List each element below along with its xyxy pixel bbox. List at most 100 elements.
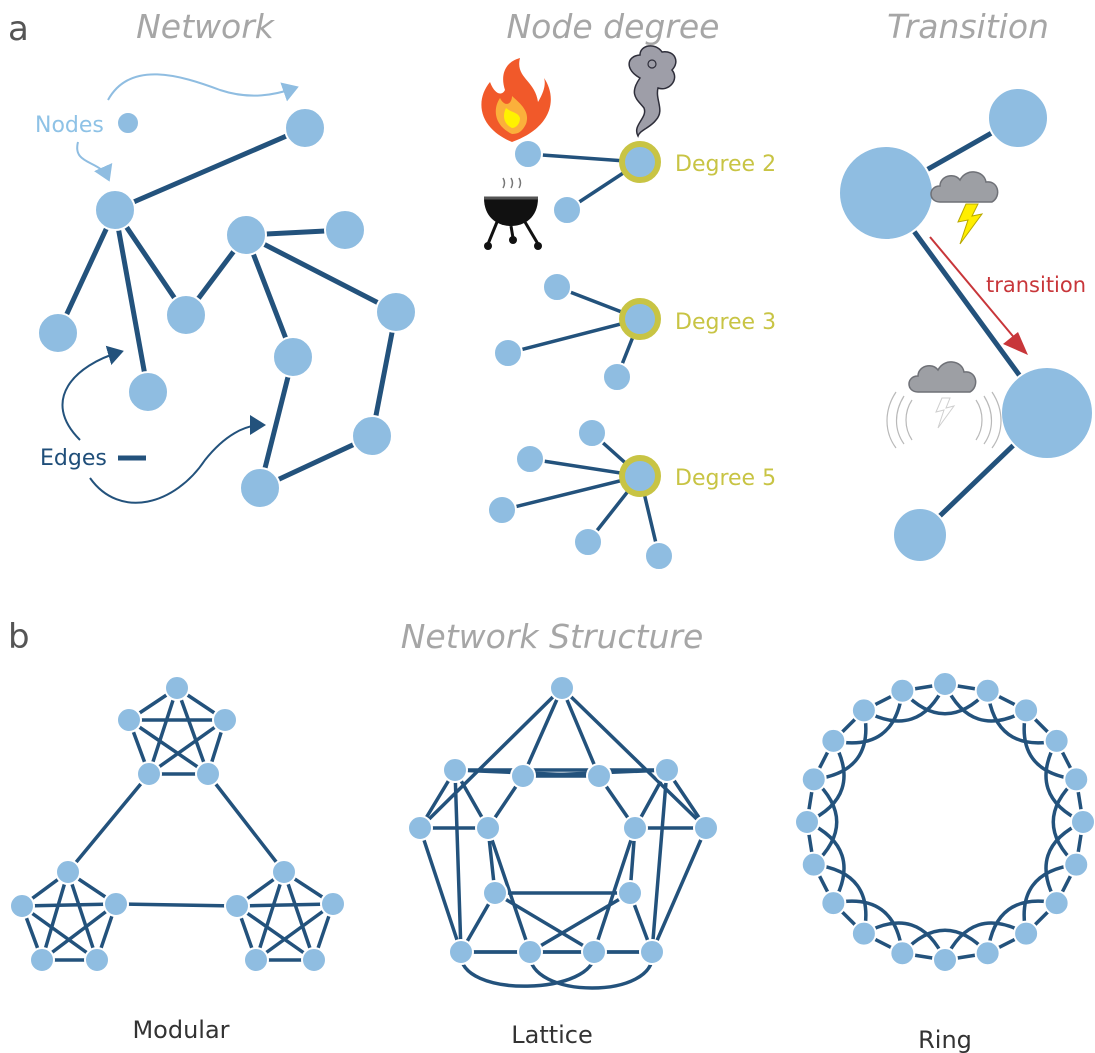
structure-edge — [175, 686, 210, 776]
ring-node — [1063, 766, 1090, 793]
network-node — [116, 111, 140, 135]
structure-node — [581, 939, 607, 965]
ring-node — [794, 809, 820, 835]
structure-edge — [114, 902, 239, 908]
network-node — [37, 312, 79, 354]
structure-node — [116, 707, 142, 733]
network-node — [324, 209, 366, 251]
ring-node — [1063, 851, 1090, 878]
degree-edge — [506, 317, 642, 355]
degree-edge — [500, 474, 642, 512]
structure-edge — [528, 950, 654, 990]
network-diagram: Nodes Edges — [35, 73, 417, 509]
ring-node — [850, 697, 877, 724]
structure-edge — [66, 772, 151, 874]
structure-edge — [235, 904, 316, 962]
structure-node — [617, 880, 643, 906]
structure-node — [693, 815, 719, 841]
ring-node — [1013, 920, 1040, 947]
network-node — [284, 107, 326, 149]
network-edge — [243, 232, 399, 315]
structure-node — [407, 815, 433, 841]
ring-node — [1043, 890, 1070, 917]
structure-edge — [20, 904, 99, 962]
degree-node — [552, 195, 582, 225]
panel-b-letter: b — [8, 617, 30, 657]
smoke-icon — [628, 45, 677, 138]
structure-edge — [493, 891, 596, 954]
structure-edge — [235, 902, 335, 908]
structure-node — [475, 815, 501, 841]
structure-node — [510, 763, 536, 789]
structure-node — [586, 763, 612, 789]
structure-node — [639, 939, 665, 965]
nodes-arrow — [107, 73, 299, 102]
transition-arrowhead — [1003, 332, 1028, 355]
structure-node — [320, 891, 346, 917]
network-edge — [112, 207, 189, 318]
caption-modular: Modular — [132, 1016, 229, 1044]
structure-edge — [66, 870, 99, 962]
network-node — [239, 467, 281, 509]
ring-node — [820, 727, 847, 754]
storm-cloud-icon — [930, 171, 999, 245]
structure-edge — [560, 686, 601, 778]
structure-edge — [418, 826, 463, 954]
network-edge — [369, 309, 399, 439]
structure-edge — [254, 902, 335, 962]
lattice-network: Lattice — [407, 675, 719, 1049]
degree-3-label: Degree 3 — [675, 310, 776, 335]
structure-edge — [650, 768, 669, 954]
network-node — [165, 294, 207, 336]
structure-node — [212, 707, 238, 733]
structure-edge — [206, 772, 286, 874]
ring-node — [974, 940, 1001, 967]
degree-node — [644, 541, 674, 571]
degree-node — [602, 362, 632, 392]
structure-node — [243, 947, 269, 973]
structure-edge — [528, 891, 632, 954]
network-edge — [55, 207, 118, 336]
structure-node — [136, 761, 162, 787]
structure-node — [622, 815, 648, 841]
structure-node — [442, 757, 468, 783]
structure-node — [271, 859, 297, 885]
structure-edge — [147, 686, 179, 776]
ring-node — [1070, 809, 1095, 835]
degree-node — [577, 418, 607, 448]
structure-edge — [40, 902, 118, 962]
structure-edge — [20, 902, 118, 908]
network-node — [94, 189, 136, 231]
fire-icon — [481, 58, 551, 142]
structure-node — [517, 939, 543, 965]
caption-lattice: Lattice — [511, 1021, 593, 1049]
degree-node — [573, 527, 603, 557]
network-node — [351, 415, 393, 457]
structure-node — [103, 891, 129, 917]
structure-edge — [282, 870, 316, 962]
structure-node — [9, 893, 35, 919]
structure-node — [84, 947, 110, 973]
panel-a-letter: a — [8, 9, 29, 49]
grill-icon — [484, 177, 542, 250]
ring-node — [889, 940, 916, 967]
network-node — [225, 214, 267, 256]
transition-diagram: transition — [838, 87, 1094, 563]
edges-arrow — [89, 415, 266, 504]
transition-label: transition — [986, 273, 1086, 297]
edges-label: Edges — [40, 446, 107, 471]
degree-node — [513, 139, 543, 169]
edges-arrow — [61, 345, 124, 441]
structure-edge — [147, 718, 227, 776]
ring-node — [850, 920, 877, 947]
structure-node — [195, 761, 221, 787]
structure-node — [482, 880, 508, 906]
degree-node — [487, 495, 517, 525]
heading-transition: Transition — [887, 7, 1049, 46]
ring-node — [820, 890, 847, 917]
structure-edge — [592, 826, 637, 954]
structure-node — [301, 947, 327, 973]
ring-node — [932, 947, 958, 973]
ring-node — [1013, 697, 1040, 724]
heading-node-degree: Node degree — [507, 7, 720, 46]
